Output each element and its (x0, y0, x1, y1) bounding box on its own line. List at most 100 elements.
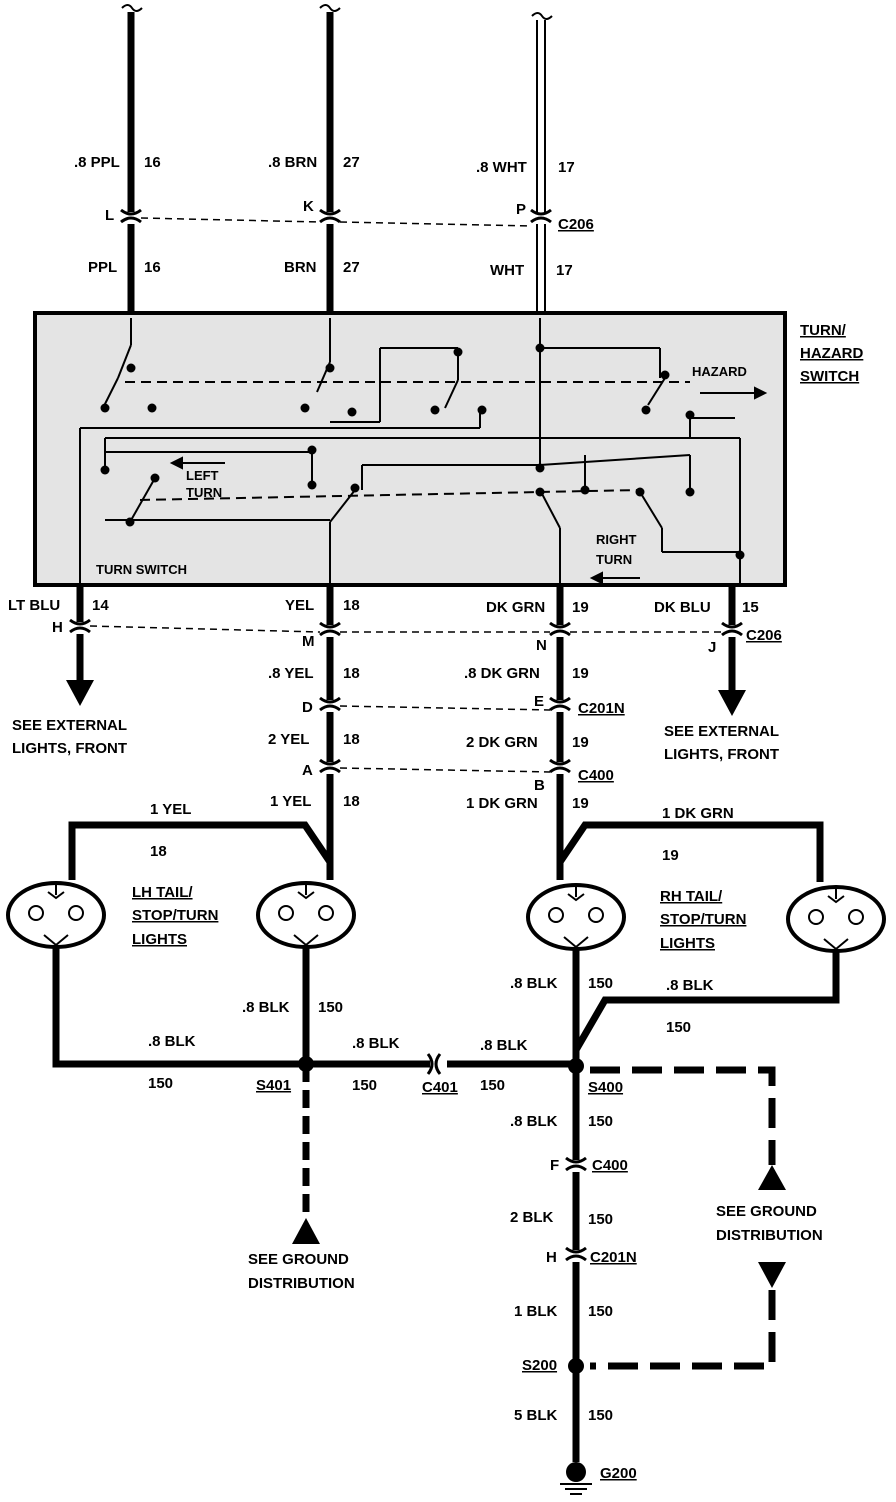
pin-label: D (302, 699, 313, 716)
circuit-number: 150 (588, 1113, 613, 1130)
pin-label: B (534, 777, 545, 794)
connector-label: C201N (578, 700, 625, 717)
connector-label: C206 (558, 216, 594, 233)
circuit-number: 150 (588, 1407, 613, 1424)
circuit-number: 150 (588, 975, 613, 992)
arrow-down-icon (718, 690, 746, 716)
wire-label: .8 BRN (268, 154, 317, 171)
splice-label: S401 (256, 1077, 291, 1094)
arrow-down-icon (66, 680, 94, 706)
wire-label: 2 DK GRN (466, 734, 538, 751)
pin-label: J (708, 639, 716, 656)
wire-label: 2 YEL (268, 731, 309, 748)
wire-label: LT BLU (8, 597, 60, 614)
connector-label: C206 (746, 627, 782, 644)
connector-label: C201N (590, 1249, 637, 1266)
see-ground-distribution: DISTRIBUTION (716, 1227, 823, 1244)
see-ground-distribution: DISTRIBUTION (248, 1275, 355, 1292)
ground-labels: .8 BLK 150 .8 BLK 150 S401 .8 BLK 150 C4… (148, 975, 823, 1482)
switch-title: SWITCH (800, 368, 859, 385)
down-arrows (66, 680, 746, 716)
ground-icon (566, 1462, 586, 1482)
wire-label: .8 BLK (510, 1113, 558, 1130)
pin-label: K (303, 198, 314, 215)
wire-label: .8 BLK (242, 999, 290, 1016)
circuit-number: 17 (556, 262, 573, 279)
wire-label: 5 BLK (514, 1407, 558, 1424)
right-turn-label: RIGHT (596, 532, 637, 547)
wire-label: .8 BLK (510, 975, 558, 992)
see-ground-distribution: SEE GROUND (716, 1203, 817, 1220)
wire-label: 1 BLK (514, 1303, 558, 1320)
lamp-label: RH TAIL/ (660, 888, 723, 905)
circuit-number: 18 (343, 665, 360, 682)
left-turn-label: TURN (186, 485, 222, 500)
pin-label: L (105, 207, 114, 224)
right-turn-label: TURN (596, 552, 632, 567)
wire-label: .8 BLK (352, 1035, 400, 1052)
splice-dot (298, 1056, 314, 1072)
ground-label: G200 (600, 1465, 637, 1482)
lamp-label: STOP/TURN (132, 907, 218, 924)
bottom-wire-labels: LT BLU 14 H YEL 18 M DK GRN 19 N DK BLU … (8, 597, 782, 864)
splice-label: S400 (588, 1079, 623, 1096)
wire-label: 1 YEL (270, 793, 311, 810)
pin-label: P (516, 201, 526, 218)
top-wires (120, 4, 553, 318)
circuit-number: 15 (742, 599, 759, 616)
circuit-number: 150 (148, 1075, 173, 1092)
circuit-number: 27 (343, 259, 360, 276)
circuit-number: 150 (318, 999, 343, 1016)
hazard-label: HAZARD (692, 364, 747, 379)
circuit-number: 150 (352, 1077, 377, 1094)
wire-label: .8 YEL (268, 665, 314, 682)
circuit-number: 19 (572, 795, 589, 812)
pin-label: H (52, 619, 63, 636)
circuit-number: 14 (92, 597, 109, 614)
circuit-number: 27 (343, 154, 360, 171)
arrow-up-icon (292, 1218, 320, 1244)
lamp-label: LIGHTS (132, 931, 187, 948)
splice-dot (568, 1058, 584, 1074)
wire-break-icon (319, 4, 341, 12)
turn-switch-label: TURN SWITCH (96, 562, 187, 577)
wire-label: 1 DK GRN (466, 795, 538, 812)
wire-label: YEL (285, 597, 314, 614)
wire-label: .8 PPL (74, 154, 120, 171)
lamp-label: STOP/TURN (660, 911, 746, 928)
turn-hazard-switch: HAZARD LEFT TURN RIGHT TURN TURN SWITCH … (33, 311, 863, 587)
left-turn-label: LEFT (186, 468, 219, 483)
wire-label: 2 BLK (510, 1209, 554, 1226)
wire-label: DK BLU (654, 599, 711, 616)
top-wire-labels: .8 PPL 16 L PPL 16 .8 BRN 27 K BRN 27 .8… (74, 154, 594, 279)
pin-label: N (536, 637, 547, 654)
splices (292, 1056, 786, 1374)
circuit-number: 19 (662, 847, 679, 864)
wire-label: .8 WHT (476, 159, 527, 176)
lamp-label: LH TAIL/ (132, 884, 193, 901)
lamp-icon (6, 881, 106, 949)
circuit-number: 150 (480, 1077, 505, 1094)
circuit-number: 150 (588, 1303, 613, 1320)
wire-label: .8 DK GRN (464, 665, 540, 682)
ground-symbol (560, 1462, 592, 1495)
wire-label: .8 BLK (148, 1033, 196, 1050)
switch-arrows (169, 386, 768, 585)
circuit-number: 150 (666, 1019, 691, 1036)
wire-break-icon (121, 4, 143, 12)
circuit-number: 18 (150, 843, 167, 860)
wire-label: 1 YEL (150, 801, 191, 818)
switch-linkage (125, 381, 690, 501)
switch-title: HAZARD (800, 345, 863, 362)
wire-break-icon (531, 12, 553, 20)
circuit-number: 16 (144, 259, 161, 276)
lamp-icon (786, 885, 886, 953)
splice-dot (568, 1358, 584, 1374)
arrow-up-icon (758, 1165, 786, 1190)
connector-label: C401 (422, 1079, 458, 1096)
wire-label: 1 DK GRN (662, 805, 734, 822)
circuit-number: 19 (572, 599, 589, 616)
circuit-number: 18 (343, 597, 360, 614)
wire-label: .8 BLK (666, 977, 714, 994)
pin-label: E (534, 693, 544, 710)
